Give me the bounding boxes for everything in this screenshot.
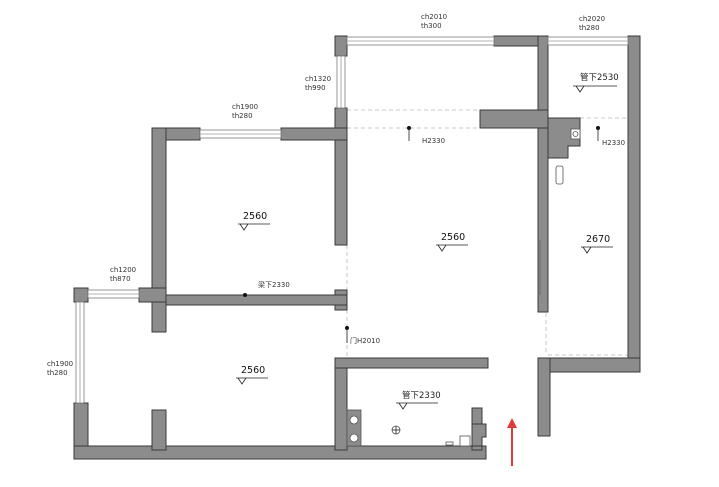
- svg-text:ch1320: ch1320: [305, 75, 331, 83]
- svg-text:ch2010: ch2010: [421, 13, 447, 21]
- annotation-door: 门H2010: [345, 326, 380, 345]
- svg-text:管下2530: 管下2530: [580, 72, 619, 83]
- window-label-bedroom-top: ch1900 th280: [232, 103, 258, 120]
- svg-text:th870: th870: [110, 275, 131, 283]
- svg-text:2560: 2560: [241, 365, 265, 376]
- svg-text:ch1200: ch1200: [110, 266, 136, 274]
- svg-text:管下2330: 管下2330: [402, 390, 441, 401]
- svg-text:th280: th280: [232, 112, 253, 120]
- svg-text:th280: th280: [47, 369, 68, 377]
- annotation-h-center: H2330: [407, 126, 445, 145]
- svg-text:2670: 2670: [586, 234, 610, 245]
- annotation-pipe-top-right: 管下2530: [573, 72, 619, 93]
- svg-text:2560: 2560: [243, 211, 267, 222]
- fixtures: [346, 128, 581, 447]
- window-label-top-right: ch2020 th280: [579, 15, 605, 32]
- window-label-left-side: ch1900 th280: [47, 360, 73, 377]
- svg-text:th300: th300: [421, 22, 442, 30]
- svg-text:th990: th990: [305, 84, 326, 92]
- annotation-beam: 梁下2330: [243, 280, 290, 297]
- svg-text:梁下2330: 梁下2330: [258, 280, 290, 289]
- annotation-h-right: H2330: [596, 126, 625, 147]
- ceiling-height-living: 2560: [436, 232, 468, 252]
- ceiling-height-bedroom-lower: 2560: [236, 365, 268, 385]
- svg-text:th280: th280: [579, 24, 600, 32]
- annotation-pipe-kitchen: 管下2330: [396, 390, 441, 410]
- svg-text:ch1900: ch1900: [47, 360, 73, 368]
- ceiling-height-bedroom-upper: 2560: [238, 211, 270, 231]
- window-label-top-center: ch2010 th300: [421, 13, 447, 30]
- svg-text:2560: 2560: [441, 232, 465, 243]
- svg-text:H2330: H2330: [422, 137, 445, 145]
- walls: [73, 35, 641, 460]
- windows: [75, 36, 629, 404]
- ceiling-height-right-room: 2670: [581, 234, 613, 254]
- window-label-left-small: ch1200 th870: [110, 266, 136, 283]
- svg-text:ch1900: ch1900: [232, 103, 258, 111]
- svg-text:门H2010: 门H2010: [350, 336, 380, 345]
- window-label-upper-small: ch1320 th990: [305, 75, 331, 92]
- svg-text:H2330: H2330: [602, 139, 625, 147]
- svg-text:ch2020: ch2020: [579, 15, 605, 23]
- entrance-arrow-icon: [507, 418, 517, 466]
